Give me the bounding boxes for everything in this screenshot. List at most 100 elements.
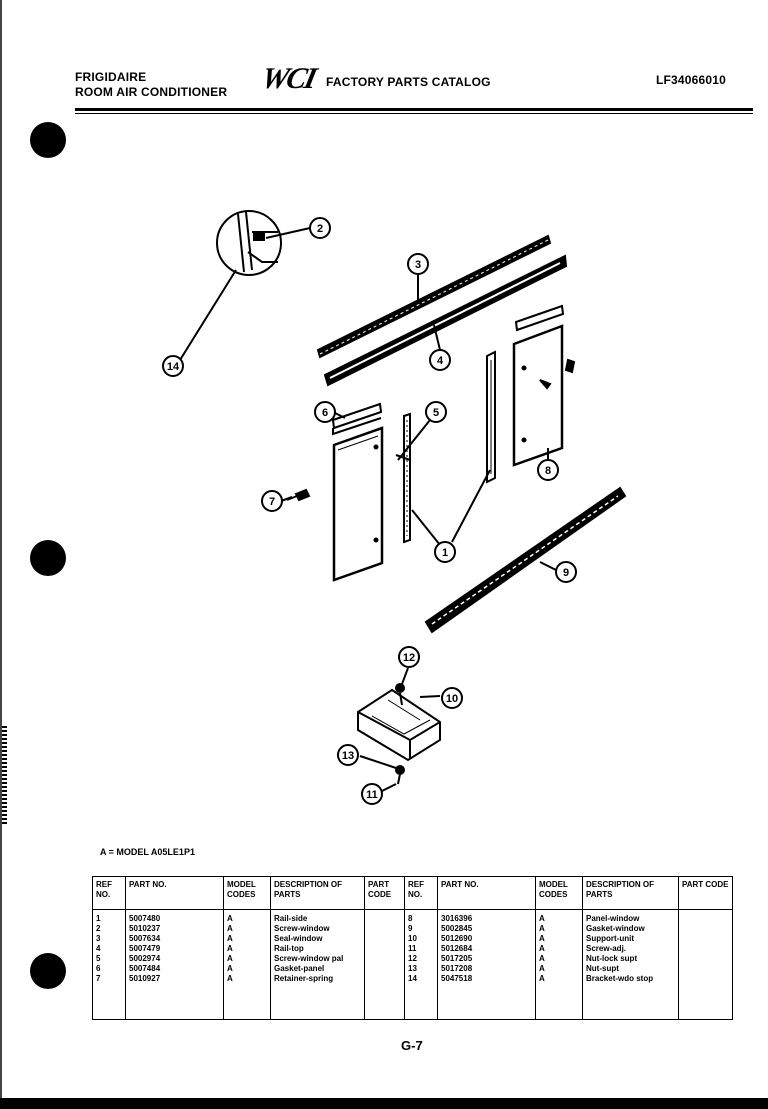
cell-description: Rail-side (270, 909, 365, 924)
callouts: 14 2 3 4 6 5 8 7 1 9 12 10 13 11 (162, 217, 577, 805)
callout-2: 2 (309, 217, 331, 239)
panel-window-right (512, 324, 564, 467)
brand-name: FRIGIDAIRE (75, 70, 147, 84)
header-part-code: PART CODE (364, 876, 405, 910)
cell-model-code-right: A (535, 934, 583, 944)
callout-label-11: 11 (366, 789, 378, 801)
header-ref-no-right: REF NO. (404, 876, 438, 910)
cell-part-code-right (678, 974, 733, 984)
callout-7: 7 (261, 490, 283, 512)
cell-model-code-right: A (535, 924, 583, 934)
cell-description-right: Nut-supt (582, 964, 679, 974)
screw-part (294, 488, 311, 502)
cell-description-right: Nut-lock supt (582, 954, 679, 964)
gasket-panel-right (514, 304, 565, 332)
cell-part-no-right: 5017208 (437, 964, 536, 974)
cell-part-no: 5010927 (125, 974, 224, 984)
catalog-title: FACTORY PARTS CATALOG (326, 75, 491, 89)
callout-label-8a: 8 (545, 465, 551, 477)
scan-bottom-edge (0, 1098, 768, 1109)
cell-model-code: A (223, 964, 271, 974)
header-part-no: PART NO. (125, 876, 224, 910)
table-bottom-rule (92, 1019, 733, 1020)
cell-part-code-right (678, 909, 733, 924)
cell-description-right: Panel-window (582, 909, 679, 924)
callout-12: 12 (398, 646, 420, 668)
cell-part-no-right: 5012684 (437, 944, 536, 954)
cell-part-no: 5007634 (125, 934, 224, 944)
cell-description: Seal-window (270, 934, 365, 944)
cell-part-no: 5007479 (125, 944, 224, 954)
cell-part-code-right (678, 954, 733, 964)
cell-part-no-right: 5047518 (437, 974, 536, 984)
filler-cell (582, 984, 679, 1020)
cell-part-code-right (678, 934, 733, 944)
callout-label-1: 1 (442, 547, 448, 559)
callout-label-6: 6 (322, 407, 328, 419)
header-model-codes-right: MODEL CODES (535, 876, 583, 910)
cell-part-code-right (678, 964, 733, 974)
cell-part-no-right: 3016396 (437, 909, 536, 924)
seal-window-part (316, 234, 552, 359)
callout-8-bottom: 9 (555, 561, 577, 583)
callout-8-right: 8 (537, 459, 559, 481)
callout-label-14: 14 (167, 361, 180, 373)
header-description-right: DESCRIPTION OF PARTS (582, 876, 679, 910)
cell-model-code: A (223, 934, 271, 944)
cell-ref-no: 5 (92, 954, 126, 964)
cell-description: Screw-window pal (270, 954, 365, 964)
support-bracket-part (357, 667, 441, 793)
scan-edge-line (0, 0, 2, 1109)
filler-cell (437, 984, 536, 1020)
callout-6: 6 (314, 401, 336, 423)
cell-ref-no-right: 13 (404, 964, 438, 974)
cell-part-no-right: 5017205 (437, 954, 536, 964)
punch-hole-middle (30, 540, 66, 576)
page-number: G-7 (401, 1038, 423, 1053)
bottom-rail-part (424, 486, 627, 634)
callout-label-7: 7 (269, 496, 275, 508)
gasket-panel-left (331, 402, 383, 430)
header-ref-no: REF NO. (92, 876, 126, 910)
cell-part-code (364, 944, 405, 954)
detail-circle (179, 210, 311, 361)
cell-part-no-right: 5012690 (437, 934, 536, 944)
cell-part-no: 5002974 (125, 954, 224, 964)
cell-ref-no-right: 12 (404, 954, 438, 964)
cell-part-code (364, 964, 405, 974)
cell-description: Rail-top (270, 944, 365, 954)
header-part-code-right: PART CODE (678, 876, 733, 910)
cell-model-code: A (223, 924, 271, 934)
callout-3: 3 (407, 253, 429, 275)
cell-part-code (364, 954, 405, 964)
header-part-no-right: PART NO. (437, 876, 536, 910)
parts-table: REF NO. PART NO. MODEL CODES DESCRIPTION… (92, 876, 733, 1020)
scan-edge-mark (0, 726, 7, 826)
callout-13: 13 (337, 744, 359, 766)
panel-window-left (332, 426, 384, 582)
table-filler-row (92, 984, 733, 1020)
cell-model-code: A (223, 974, 271, 984)
cell-model-code: A (223, 954, 271, 964)
callout-11: 11 (361, 783, 383, 805)
cell-part-code (364, 974, 405, 984)
model-code: LF34066010 (656, 73, 727, 87)
callout-label-13: 13 (342, 750, 354, 762)
cell-model-code: A (223, 909, 271, 924)
cell-ref-no: 3 (92, 934, 126, 944)
callout-4: 4 (429, 349, 451, 371)
rail-side-left (395, 412, 411, 544)
product-line: ROOM AIR CONDITIONER (75, 85, 228, 99)
callout-5: 5 (425, 401, 447, 423)
rail-side-right (486, 350, 496, 484)
cell-ref-no: 7 (92, 974, 126, 984)
cell-description: Gasket-panel (270, 964, 365, 974)
cell-ref-no-right: 11 (404, 944, 438, 954)
cell-description: Screw-window (270, 924, 365, 934)
